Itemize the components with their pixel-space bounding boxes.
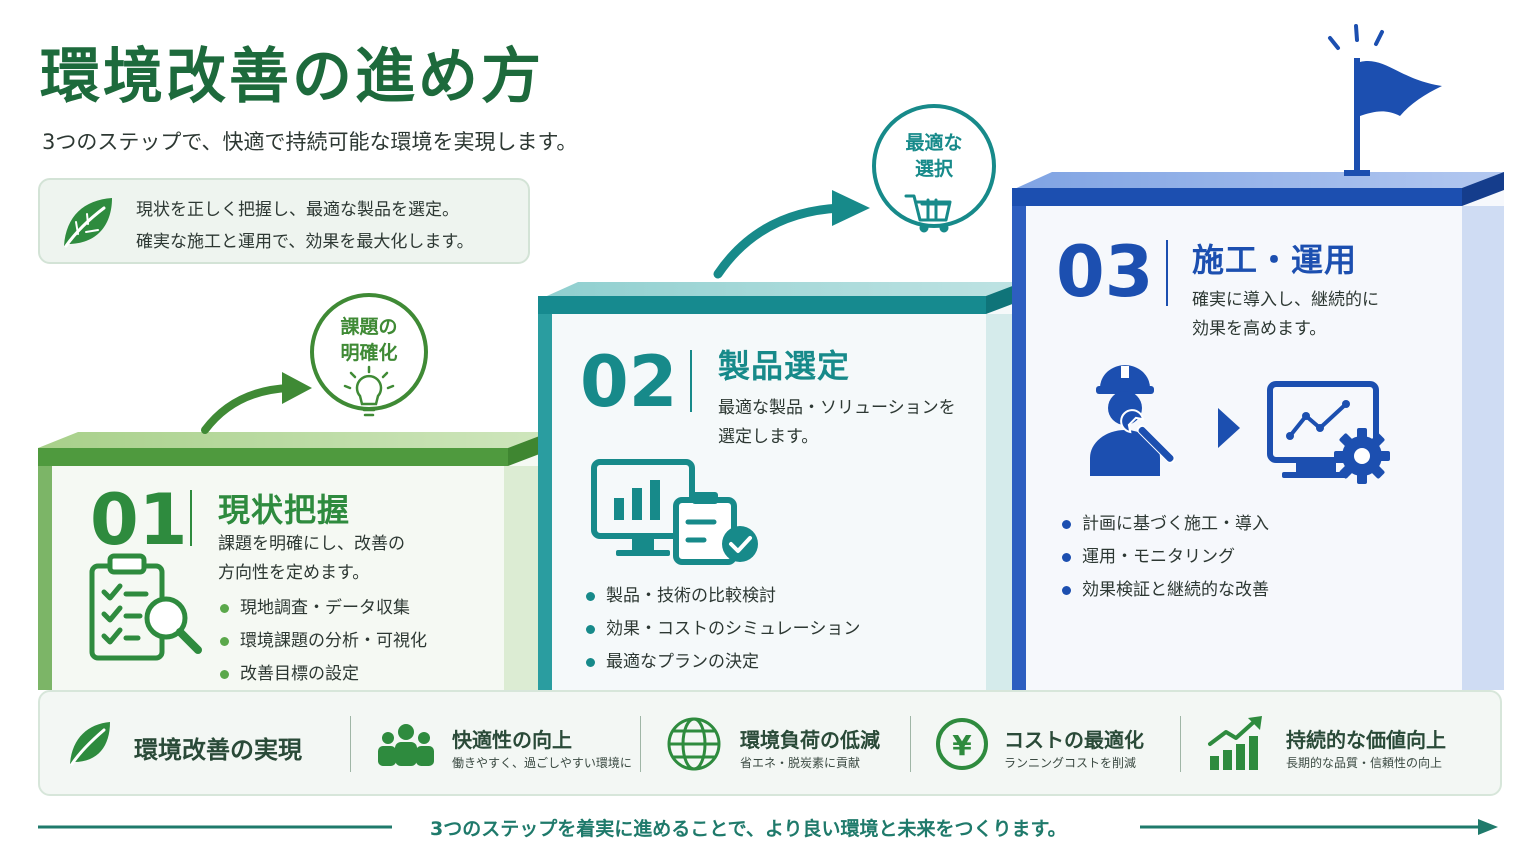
outcome-4-title: 持続的な価値向上 (1286, 728, 1446, 752)
outcome-1-title: 快適性の向上 (452, 728, 572, 752)
people-icon (378, 724, 434, 766)
list-item: 現地調査・データ収集 (218, 592, 427, 625)
step-2-number: 02 (580, 341, 678, 423)
outcome-3-title: コストの最適化 (1004, 728, 1144, 752)
worker-monitor-icon (1090, 365, 1390, 484)
list-item: 改善目標の設定 (218, 658, 427, 691)
outcome-4-sub: 長期的な品質・信頼性の向上 (1286, 756, 1443, 770)
list-item: 効果検証と継続的な改善 (1060, 574, 1269, 607)
step-3-title: 施工・運用 (1192, 241, 1358, 279)
outcome-divider (350, 716, 351, 772)
leaf-icon (64, 198, 112, 248)
monitor-clipboard-icon (591, 459, 758, 565)
globe-icon (667, 717, 721, 771)
step-1-title: 現状把握 (218, 491, 351, 529)
outcome-2-title: 環境負荷の低減 (740, 728, 880, 752)
list-item: 環境課題の分析・可視化 (218, 625, 427, 658)
step-2-block (538, 280, 1028, 690)
outcome-1-sub: 働きやすく、過ごしやすい環境に (452, 756, 632, 770)
step-1-divider (190, 490, 192, 546)
badge-step2-label: 最適な 選択 (905, 132, 963, 180)
gear-icon (1334, 428, 1390, 484)
growth-chart-icon (1208, 716, 1262, 770)
step-2-bullets: 製品・技術の比較検討 効果・コストのシミュレーション 最適なプランの決定 (584, 580, 860, 679)
step-3-block (1012, 172, 1504, 690)
leaf-icon (70, 722, 110, 766)
step-3-description: 確実に導入し、継続的に 効果を高めます。 (1192, 290, 1379, 339)
footer-arrow-icon (38, 819, 1498, 835)
step-3-bullets: 計画に基づく施工・導入 運用・モニタリング 効果検証と継続的な改善 (1060, 508, 1269, 607)
step-1-description: 課題を明確にし、改善の 方向性を定めます。 (218, 534, 405, 583)
outcome-divider (640, 716, 641, 772)
summary-box: 現状を正しく把握し、最適な製品を選定。 確実な施工と運用で、効果を最大化します。 (38, 178, 530, 264)
flag-icon (1328, 24, 1442, 176)
outcome-divider (1180, 716, 1181, 772)
summary-line-2: 確実な施工と運用で、効果を最大化します。 (136, 232, 474, 252)
step-2-divider (690, 350, 692, 412)
cart-icon (904, 194, 952, 233)
step-1-bullets: 現地調査・データ収集 環境課題の分析・可視化 改善目標の設定 (218, 592, 427, 691)
outcome-main-title: 環境改善の実現 (134, 736, 302, 764)
yen-icon: ¥ (936, 718, 988, 770)
page-subtitle: 3つのステップで、快適で持続可能な環境を実現します。 (42, 130, 578, 154)
clipboard-search-icon (89, 553, 202, 661)
footer-message: 3つのステップを着実に進めることで、より良い環境と未来をつくります。 (430, 818, 1067, 840)
list-item: 効果・コストのシミュレーション (584, 613, 860, 646)
step-3-divider (1166, 240, 1168, 306)
outcome-3-sub: ランニングコストを削減 (1004, 756, 1137, 770)
lightbulb-icon (343, 365, 395, 417)
badge-step1-label: 課題の 明確化 (340, 316, 398, 364)
list-item: 計画に基づく施工・導入 (1060, 508, 1269, 541)
arrow-step1-icon (201, 372, 312, 434)
step-2-title: 製品選定 (718, 347, 851, 385)
arrow-step2-icon (713, 190, 870, 279)
outcome-divider (910, 716, 911, 772)
list-item: 最適なプランの決定 (584, 646, 860, 679)
badge-step2 (872, 104, 996, 233)
outcomes-bar: 環境改善の実現 快適性の向上 働きやすく、過ごしやすい環境に 環境負荷の低減 省… (38, 690, 1502, 796)
svg-text:¥: ¥ (952, 729, 972, 762)
step-1-number: 01 (90, 479, 188, 561)
step-3-number: 03 (1056, 231, 1154, 313)
page-title: 環境改善の進め方 (40, 42, 544, 112)
badge-step1 (310, 293, 428, 417)
list-item: 運用・モニタリング (1060, 541, 1269, 574)
step-2-description: 最適な製品・ソリューションを 選定します。 (718, 398, 956, 447)
list-item: 製品・技術の比較検討 (584, 580, 860, 613)
summary-line-1: 現状を正しく把握し、最適な製品を選定。 (136, 200, 459, 220)
outcome-2-sub: 省エネ・脱炭素に貢献 (740, 756, 861, 770)
